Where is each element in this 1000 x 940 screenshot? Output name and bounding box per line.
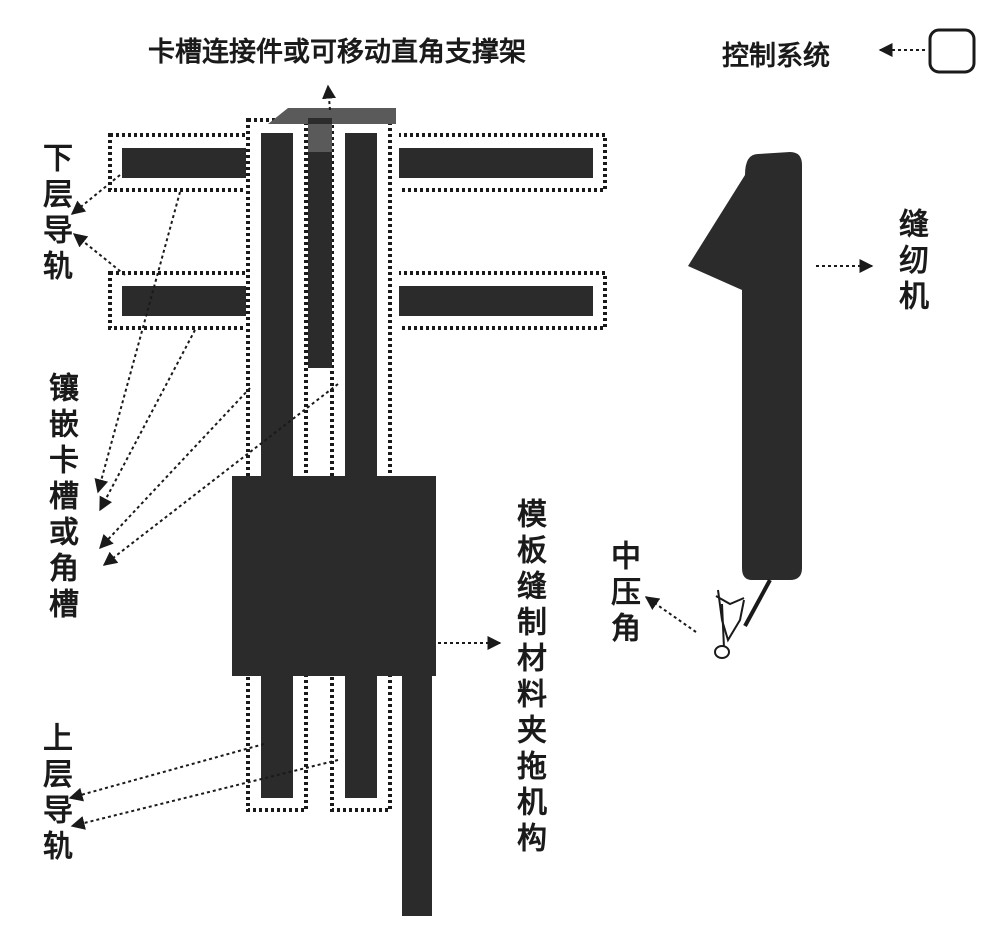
sewing-machine-label: 缝纫机 bbox=[893, 208, 928, 316]
upper-rail-label: 上层导轨 bbox=[37, 722, 72, 866]
lower-rail-label: 下层导轨 bbox=[37, 142, 72, 286]
connector-bracket bbox=[268, 108, 396, 368]
presser-foot bbox=[714, 579, 772, 659]
control-system-box bbox=[928, 28, 976, 74]
leader-arrows bbox=[68, 43, 925, 830]
connector-label: 卡槽连接件或可移动直角支撑架 bbox=[148, 37, 526, 68]
presser-foot-label: 中压角 bbox=[605, 540, 640, 648]
sewing-machine-body bbox=[688, 152, 802, 580]
upper-rail-left bbox=[246, 118, 308, 812]
upper-rail-right bbox=[330, 118, 392, 812]
inlay-slot-label: 镶嵌卡槽或角槽 bbox=[43, 372, 78, 624]
template-clamp-block bbox=[232, 476, 436, 916]
template-clamp-label: 模板缝制材料夹拖机构 bbox=[511, 498, 546, 858]
control-system-label: 控制系统 bbox=[722, 41, 830, 72]
